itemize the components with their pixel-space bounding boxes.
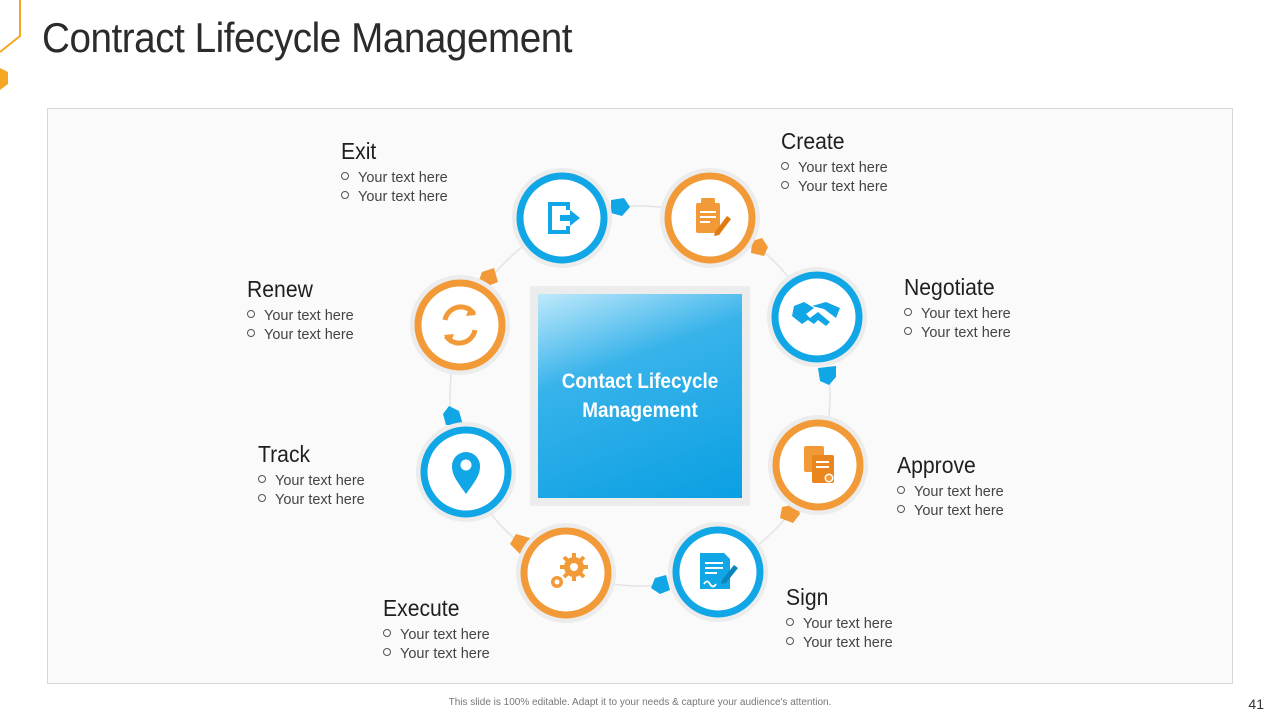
circle-bullet-icon xyxy=(904,327,912,335)
stage-title: Exit xyxy=(341,138,377,164)
circle-bullet-icon xyxy=(341,191,349,199)
stage-node-negotiate xyxy=(767,267,867,367)
bullet-item: Your text here xyxy=(258,491,365,510)
bullet-item: Your text here xyxy=(383,645,490,664)
stage-label-track: Track Your text here Your text here xyxy=(258,441,365,510)
circle-bullet-icon xyxy=(341,172,349,180)
stage-title: Create xyxy=(781,128,845,154)
bullet-item: Your text here xyxy=(341,169,448,188)
stage-title: Execute xyxy=(383,595,460,621)
refresh-icon xyxy=(442,304,478,346)
center-label: Contact Lifecycle Management xyxy=(561,370,719,422)
stage-title: Approve xyxy=(897,452,976,478)
cycle-track xyxy=(449,205,831,587)
bullet-item: Your text here xyxy=(786,615,893,634)
bullet-item: Your text here xyxy=(904,324,1011,343)
gears-icon xyxy=(551,553,588,588)
stage-label-execute: Execute Your text here Your text here xyxy=(383,595,490,664)
stage-title: Sign xyxy=(786,584,829,610)
bullet-item: Your text here xyxy=(341,188,448,207)
circle-bullet-icon xyxy=(258,475,266,483)
stage-node-sign xyxy=(668,522,768,622)
circle-bullet-icon xyxy=(258,494,266,502)
hexagon-decoration xyxy=(0,0,21,90)
bullet-item: Your text here xyxy=(258,472,365,491)
exit-icon xyxy=(548,202,580,234)
circle-bullet-icon xyxy=(383,648,391,656)
stage-node-execute xyxy=(516,523,616,623)
stage-label-create: Create Your text here Your text here xyxy=(781,128,888,197)
arrow-create-to-negotiate xyxy=(751,238,768,256)
stage-node-create xyxy=(660,168,760,268)
contract-edit-icon xyxy=(696,198,731,236)
footer-note: This slide is 100% editable. Adapt it to… xyxy=(448,697,832,708)
circle-bullet-icon xyxy=(897,505,905,513)
stage-node-exit xyxy=(512,168,612,268)
location-pin-icon xyxy=(452,452,480,494)
stage-label-approve: Approve Your text here Your text here xyxy=(897,452,1004,521)
stage-label-sign: Sign Your text here Your text here xyxy=(786,584,893,653)
stage-node-approve xyxy=(768,415,868,515)
circle-bullet-icon xyxy=(786,637,794,645)
circle-bullet-icon xyxy=(247,329,255,337)
bullet-item: Your text here xyxy=(897,483,1004,502)
circle-bullet-icon xyxy=(786,618,794,626)
arrow-track-to-renew xyxy=(443,406,463,425)
center-box: Contact Lifecycle Management xyxy=(538,294,742,498)
slide-title: Contract Lifecycle Management xyxy=(42,14,573,61)
handshake-icon xyxy=(792,302,840,326)
arrow-negotiate-to-approve xyxy=(818,366,836,385)
stage-label-negotiate: Negotiate Your text here Your text here xyxy=(904,274,1011,343)
bullet-item: Your text here xyxy=(247,326,354,345)
circle-bullet-icon xyxy=(247,310,255,318)
bullet-item: Your text here xyxy=(383,626,490,645)
circle-bullet-icon xyxy=(781,162,789,170)
arrow-exit-to-create xyxy=(611,198,630,216)
bullet-item: Your text here xyxy=(786,634,893,653)
stage-title: Renew xyxy=(247,276,313,302)
stage-title: Track xyxy=(258,441,311,467)
page-number: 41 xyxy=(1248,696,1264,712)
circle-bullet-icon xyxy=(781,181,789,189)
approved-documents-icon xyxy=(804,446,834,483)
stage-label-exit: Exit Your text here Your text here xyxy=(341,138,448,207)
cycle-arrows xyxy=(443,198,836,594)
sign-document-icon xyxy=(700,553,738,589)
circle-bullet-icon xyxy=(904,308,912,316)
circle-bullet-icon xyxy=(897,486,905,494)
stage-node-renew xyxy=(410,275,510,375)
circle-bullet-icon xyxy=(383,629,391,637)
bullet-item: Your text here xyxy=(247,307,354,326)
stage-title: Negotiate xyxy=(904,274,995,300)
bullet-item: Your text here xyxy=(904,305,1011,324)
bullet-item: Your text here xyxy=(897,502,1004,521)
stage-node-track xyxy=(416,422,516,522)
arrow-sign-to-execute xyxy=(651,575,670,594)
bullet-item: Your text here xyxy=(781,178,888,197)
bullet-item: Your text here xyxy=(781,159,888,178)
stage-label-renew: Renew Your text here Your text here xyxy=(247,276,354,345)
